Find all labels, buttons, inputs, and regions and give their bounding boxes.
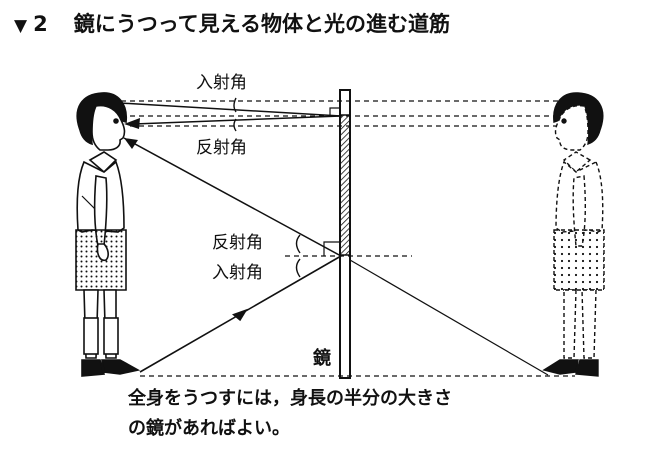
person-collar: [88, 151, 118, 174]
label-reflection-angle-top: 反射角: [196, 138, 247, 158]
ray-foot-extension: [349, 259, 549, 376]
mirror-reflective-surface: [339, 114, 351, 256]
person-image: [542, 92, 605, 377]
image-shoes: [542, 359, 599, 377]
person-shoes: [81, 359, 141, 377]
person-real: [75, 92, 141, 377]
image-legs: [563, 289, 597, 359]
arrow-foot-reflected: [124, 138, 138, 149]
arc-reflection-mid: [295, 234, 301, 254]
person-eye: [113, 118, 119, 124]
person-face: [91, 104, 126, 151]
caption-line-2: の鏡があればよい。: [128, 418, 290, 439]
right-angle-mark-top: [329, 107, 340, 116]
caption-line-1: 全身をうつすには，身長の半分の大きさ: [128, 388, 452, 409]
caption: 全身をうつすには，身長の半分の大きさ の鏡があればよい。: [128, 384, 452, 444]
triangle-marker: ▼: [14, 16, 28, 36]
arrow-foot-incident: [232, 308, 248, 322]
image-skirt: [553, 229, 605, 291]
label-incidence-angle-top: 入射角: [196, 73, 247, 93]
arc-incidence-mid: [295, 258, 301, 278]
arc-reflection-top: [233, 118, 237, 132]
light-rays: [112, 100, 575, 377]
image-face: [554, 104, 589, 151]
right-angle-mark-mid: [323, 241, 340, 256]
figure-title: ▼2 鏡にうつって見える物体と光の進む道筋: [14, 8, 450, 38]
label-mirror: 鏡: [313, 347, 331, 369]
mirror: [339, 89, 351, 379]
label-incidence-angle-mid: 入射角: [212, 263, 263, 283]
ray-foot-reflected: [123, 137, 342, 257]
angle-arcs: [233, 97, 301, 278]
arc-incidence-top: [233, 97, 237, 113]
label-reflection-angle-mid: 反射角: [212, 233, 263, 253]
figure-title-text: 鏡にうつって見える物体と光の進む道筋: [73, 12, 451, 36]
ray-head-reflected: [133, 115, 342, 125]
arrow-head-reflected: [124, 118, 140, 129]
image-eye: [561, 118, 567, 124]
ray-head-incident: [119, 102, 342, 117]
figure-number: 2: [33, 12, 48, 36]
